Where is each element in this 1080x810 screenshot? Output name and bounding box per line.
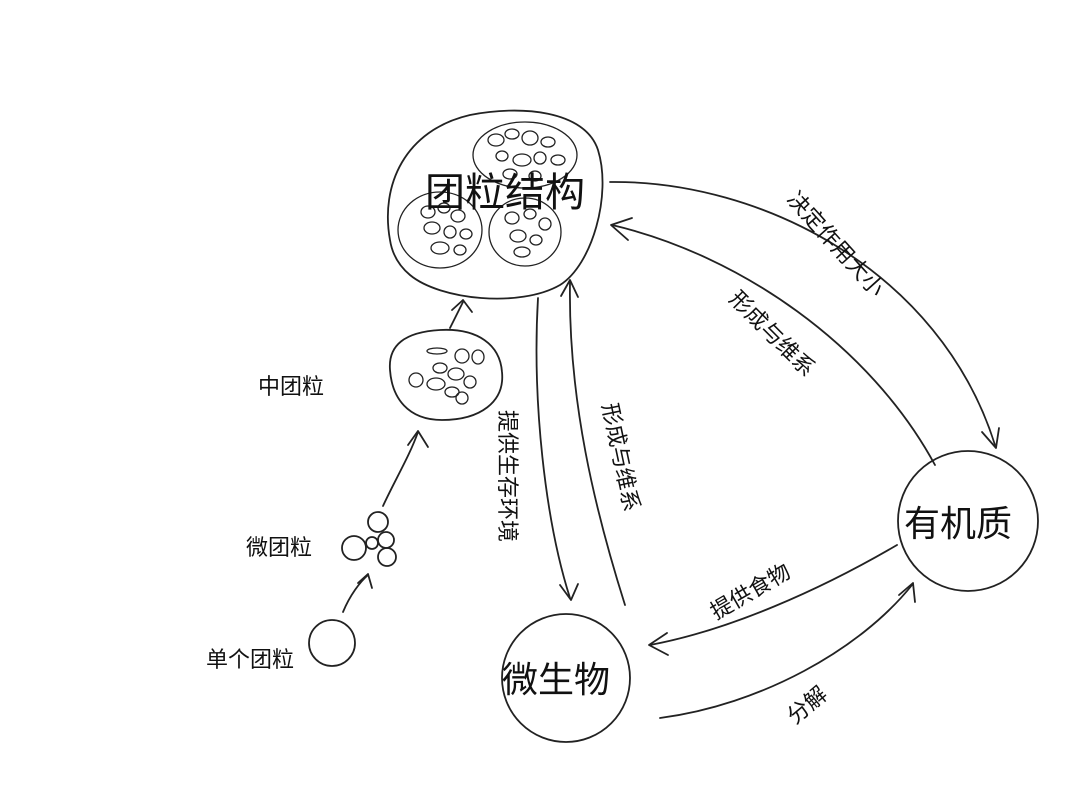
aggregate-structure-node: 团粒结构 (386, 109, 604, 300)
micro-aggregate: 微团粒 (246, 511, 397, 567)
granules-top (487, 128, 566, 182)
organic-matter-node: 有机质 (897, 450, 1039, 592)
cluster-top (472, 121, 578, 189)
single-aggregate-label: 单个团粒 (206, 648, 294, 673)
arrow-provide-habitat (535, 297, 571, 599)
microorganisms-node: 微生物 (501, 613, 631, 743)
granules-left (420, 202, 473, 256)
edge-label-provide-habitat: 提供生存环境 (494, 410, 519, 542)
cluster-left (397, 191, 483, 269)
arrow-form-maintain-right (611, 224, 936, 466)
single-aggregate: 单个团粒 (206, 619, 356, 673)
medium-aggregate: 中团粒 (258, 329, 503, 421)
size-progression-arrows (342, 299, 473, 613)
micro-aggregate-label: 微团粒 (246, 536, 312, 561)
arrow-decide-effect (609, 181, 996, 446)
medium-aggregate-label: 中团粒 (258, 375, 324, 400)
edge-label-decide-effect: 决定作用大小 (782, 187, 889, 302)
organic-matter-label: 有机质 (904, 504, 1012, 545)
edge-label-decompose: 分解 (783, 682, 833, 729)
medium-aggregate-outline (389, 329, 503, 421)
edge-label-form-maintain-left: 形成与维系 (596, 401, 643, 514)
aggregate-outline (386, 109, 604, 300)
granules-right (504, 208, 552, 258)
arrow-provide-food (649, 544, 898, 646)
arrow-decompose (659, 584, 913, 719)
edge-label-form-maintain-right: 形成与维系 (724, 287, 819, 382)
cluster-right (488, 197, 562, 267)
aggregate-structure-label: 团粒结构 (425, 170, 585, 216)
arrow-form-maintain-left (569, 281, 626, 606)
microorganisms-label: 微生物 (502, 660, 610, 701)
